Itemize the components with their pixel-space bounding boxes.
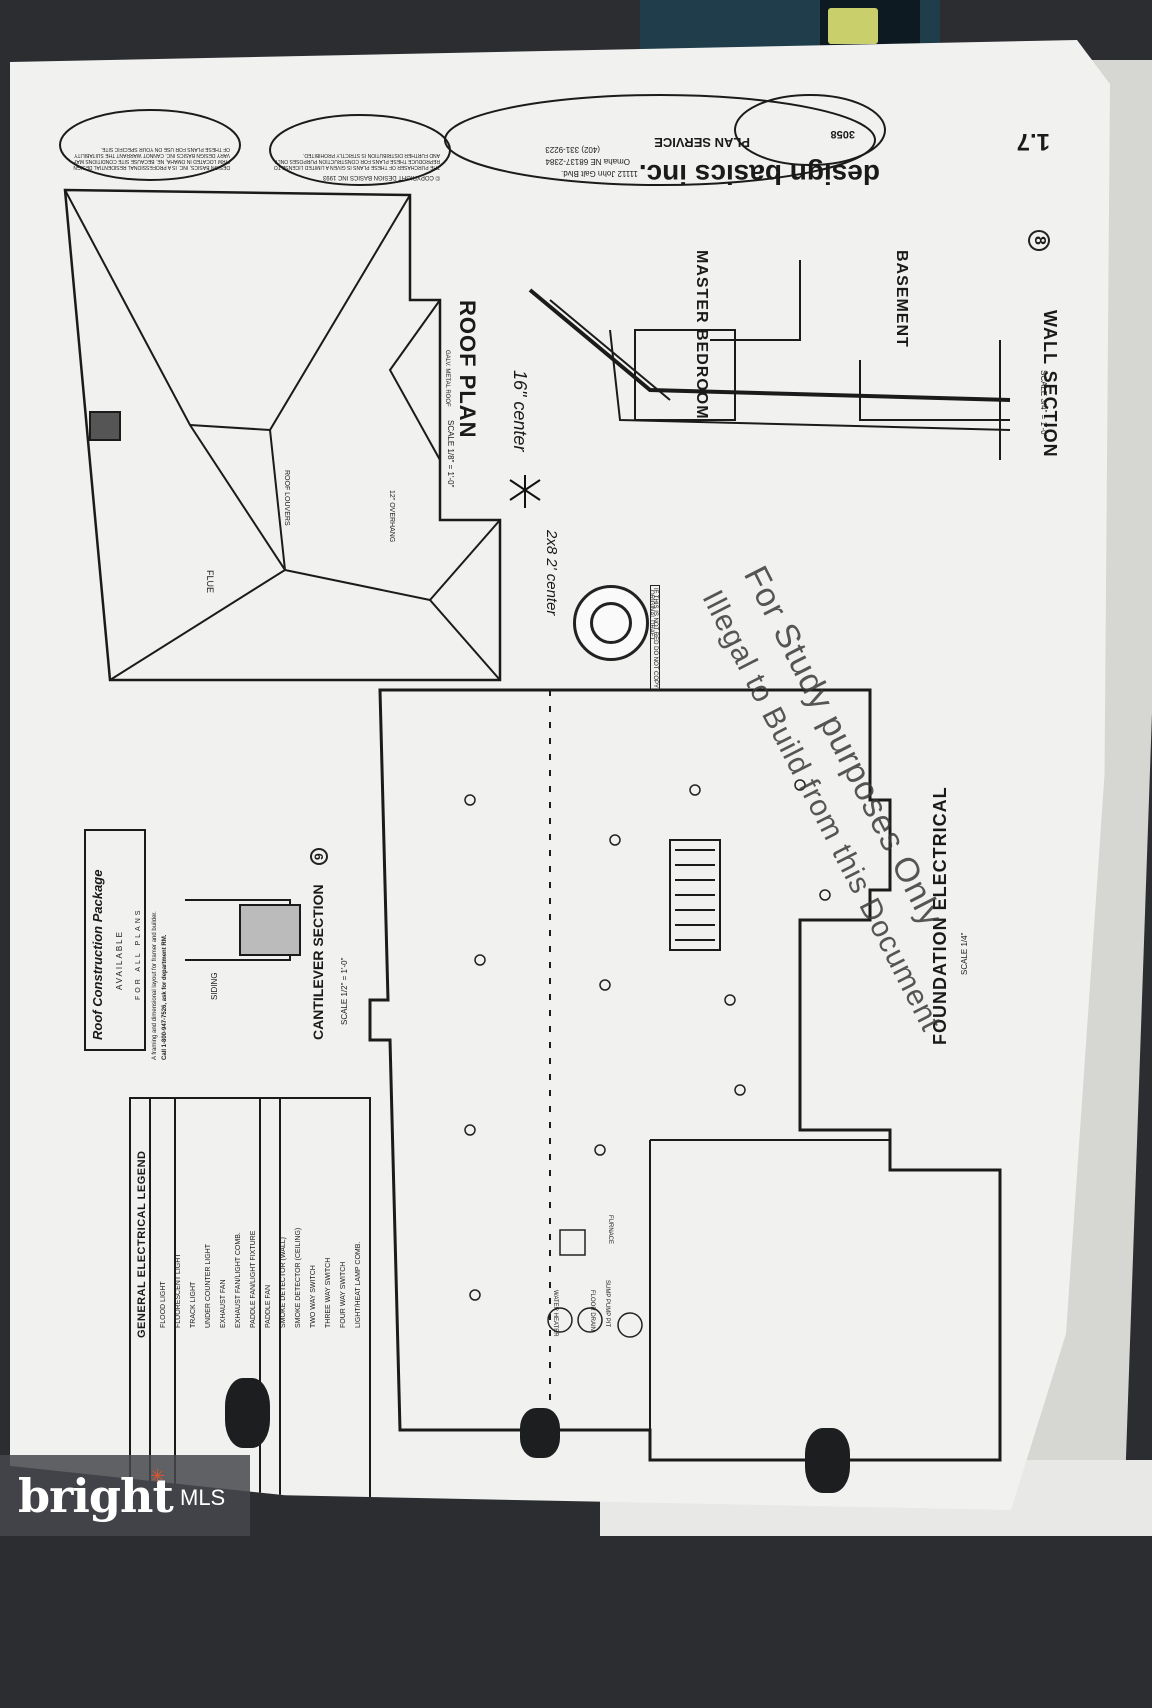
punch-hole-1 (225, 1378, 270, 1448)
cantilever-number: 9 (310, 848, 328, 865)
legend-title: GENERAL ELECTRICAL LEGEND (136, 1150, 148, 1339)
roof-plan-scale: SCALE 1/8" = 1'-0" (446, 420, 455, 488)
roof-package-for-all: FOR ALL PLANS (135, 907, 142, 1000)
engineer-note: DESIGN BASICS, INC. IS A PROFESSIONAL RE… (73, 146, 230, 170)
copyright-oval (269, 114, 451, 186)
copyright-c-icon (590, 602, 632, 644)
roof-package-desc: A framing and dimensional layout for fra… (152, 911, 158, 1060)
roof-package-title: Roof Construction Package (90, 869, 105, 1040)
roof-package-box (84, 829, 146, 1051)
bright-mls-logo: bright ✳ MLS (0, 1455, 250, 1536)
chimney (89, 411, 121, 441)
legend-item: GROUND FAULT 110 V. OUTLET (220, 1533, 227, 1638)
plan-number-oval (734, 94, 886, 166)
brand-star-icon: ✳ (150, 1466, 166, 1486)
legend-item: HALF SWITCHED 110 V. OUTLET (175, 1530, 182, 1638)
blueprint-linework (59, 94, 1011, 1510)
legend-item: THERMOSTAT (310, 1590, 317, 1638)
furnace-label: FURNACE (607, 1215, 613, 1245)
sump-pump-label: SUMP PUMP PIT (604, 1280, 610, 1328)
blueprint-sheet: design basics inc. PLAN SERVICE 11112 Jo… (10, 40, 1110, 1510)
stair (669, 839, 721, 951)
roof-louvers-label: ROOF LOUVERS (283, 470, 290, 526)
background-label (828, 8, 878, 44)
cantilever-title: CANTILEVER SECTION (310, 884, 326, 1040)
photo-scene: design basics inc. PLAN SERVICE 11112 Jo… (0, 0, 1152, 1536)
original-draft-stamp: ORIGINAL DRAFT (573, 585, 654, 661)
legend-item: SURFACE MOUNT LIGHT (250, 1554, 257, 1638)
legend-item: EXHAUST FAN (220, 1279, 227, 1329)
siding-label: SIDING (210, 972, 219, 1000)
foundation-scale: SCALE 1/4" (960, 932, 969, 975)
company-address: 11112 John Galt Blvd. (561, 169, 638, 178)
legend-item: TELEPHONE (340, 1595, 347, 1638)
sheet-number: 1.7 (1016, 128, 1050, 155)
legend-note: NOTE: WIRE SMOKE DETECTORS IN SERIES (358, 1558, 364, 1688)
roof-plan-title: ROOF PLAN (455, 300, 480, 439)
license-note: THE PURCHASER OF THESE PLANS IS GIVEN A … (273, 152, 440, 170)
water-heater-label: WATER HEATER (552, 1290, 558, 1337)
master-bedroom-label: MASTER BEDROOM (693, 250, 710, 420)
plan-number: 3058 (830, 128, 855, 140)
legend-item: THREE WAY SWITCH (325, 1257, 332, 1328)
legend-item: PULL-CORD SURFACE MOUNT LIGHT (295, 1512, 302, 1638)
basement-label: BASEMENT (893, 250, 910, 348)
roof-center-note: 16" center (510, 370, 530, 452)
legend-item: LIGHT/HEAT LAMP COMB. (355, 1241, 362, 1328)
galv-roof-label: GALV. METAL ROOF (444, 350, 450, 407)
foundation-outline (368, 688, 1002, 1462)
company-service: PLAN SERVICE (654, 135, 750, 150)
company-phone: (402) 331-9223 (545, 145, 600, 154)
legend-item: FOUR WAY SWITCH (340, 1261, 347, 1328)
roof-center-note-2: 2x8 2' center (543, 530, 560, 616)
legend-item: FLUORESCENT LIGHT (175, 1253, 182, 1328)
electrical-symbols (464, 779, 831, 1338)
asterisk-mark (509, 475, 541, 508)
legend-item: TRACK LIGHT (190, 1281, 197, 1328)
legend-item: SMOKE DETECTOR (CEILING) (295, 1227, 302, 1328)
legend-item: EXHAUST FAN/LIGHT COMB. (235, 1232, 242, 1328)
legend-item: PADDLE FAN/LIGHT FIXTURE (250, 1230, 257, 1328)
legend-item: 220 V. OUTLET (190, 1588, 197, 1638)
company-oval (444, 94, 876, 186)
legend-item: FLOOD LIGHT (160, 1281, 167, 1328)
roof-outline (63, 188, 502, 682)
company-city: Omaha NE 68137-2384 (545, 157, 631, 166)
window-detail (634, 329, 736, 421)
legend-item: 110 V. OUTLET (160, 1589, 167, 1638)
overhang-label: 12" OVERHANG (388, 490, 395, 543)
legend-item: TWO WAY SWITCH (310, 1265, 317, 1328)
floor-drain-label: FLOOR DRAIN (589, 1290, 595, 1332)
legend-item: FLOOR 110 V. OUTLET (235, 1563, 242, 1638)
stamp-caption: IF THIS IS NOT RED DO NOT COPY (650, 585, 660, 692)
wall-section-number: 8 (1028, 230, 1050, 251)
legend-item: RECESSED LIGHT (265, 1576, 272, 1638)
legend-item: WEATHERPROOF 110 V. OUTLET (205, 1528, 212, 1638)
legend-item: CHIMES (325, 1610, 332, 1638)
legend-item: SMOKE DETECTOR (WALL) (280, 1236, 287, 1328)
punch-hole-2 (520, 1408, 560, 1458)
punch-hole-3 (805, 1428, 850, 1493)
brand-suffix: MLS (180, 1485, 226, 1510)
engineer-oval (59, 109, 241, 181)
roof-package-phone: Call 1-800-947-7526, ask for department … (162, 934, 168, 1060)
flue-label: FLUE (205, 570, 215, 594)
roof-package-available: AVAILABLE (115, 930, 124, 990)
legend-item: WALL MOUNT LIGHT (280, 1569, 287, 1638)
legend-item: HEAT LAMP (355, 1598, 362, 1638)
brand-word: bright (18, 1469, 174, 1523)
legend-item: UNDER COUNTER LIGHT (205, 1243, 212, 1328)
company-name: design basics inc. (638, 159, 880, 190)
legend-item: PADDLE FAN (265, 1284, 272, 1328)
cantilever-scale: SCALE 1/2" = 1'-0" (340, 957, 349, 1025)
wall-section-scale: SCALE 3/4" = 1'-0" (1039, 370, 1048, 438)
copyright: © COPYRIGHT DESIGN BASICS INC 1993 (322, 174, 440, 180)
legend-table (129, 1097, 371, 1510)
